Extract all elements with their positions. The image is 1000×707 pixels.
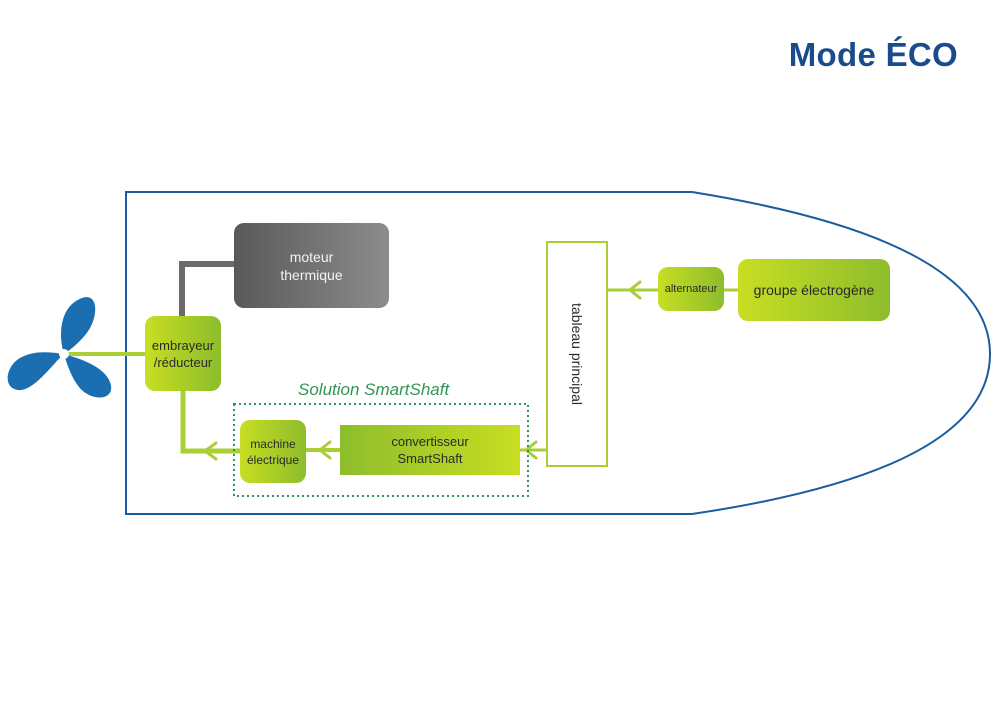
generator-box: groupe électrogène: [738, 259, 890, 321]
tableau-label: tableau principal: [569, 303, 585, 405]
hull-outline: [125, 191, 992, 515]
smartshaft-group-label: Solution SmartShaft: [298, 380, 450, 399]
converter-box: convertisseur SmartShaft: [340, 425, 520, 475]
smartshaft-group-border: [233, 403, 529, 497]
tableau-converter-arrow: [523, 440, 538, 460]
clutch-machine-link: [180, 390, 242, 454]
engine-link: [179, 261, 236, 318]
converter-machine-arrow: [317, 440, 332, 460]
clutch-label: embrayeur /réducteur: [151, 337, 215, 370]
tableau-box: [546, 241, 608, 467]
propeller-icon: [7, 297, 112, 398]
generator-label: groupe électrogène: [753, 281, 875, 298]
alternator-label: alternateur: [664, 282, 718, 295]
machine-arrow: [202, 441, 218, 461]
clutch-box: embrayeur /réducteur: [145, 316, 221, 391]
alternator-tableau-arrow: [627, 280, 642, 300]
electric-machine-label: machine électrique: [246, 436, 300, 467]
engine-box: moteur thermique: [234, 223, 389, 308]
page-title: Mode ÉCO: [788, 36, 958, 73]
converter-label: convertisseur SmartShaft: [391, 434, 469, 466]
alternator-box: alternateur: [658, 267, 724, 311]
engine-label: moteur thermique: [280, 248, 343, 283]
electric-machine-box: machine électrique: [240, 420, 306, 483]
